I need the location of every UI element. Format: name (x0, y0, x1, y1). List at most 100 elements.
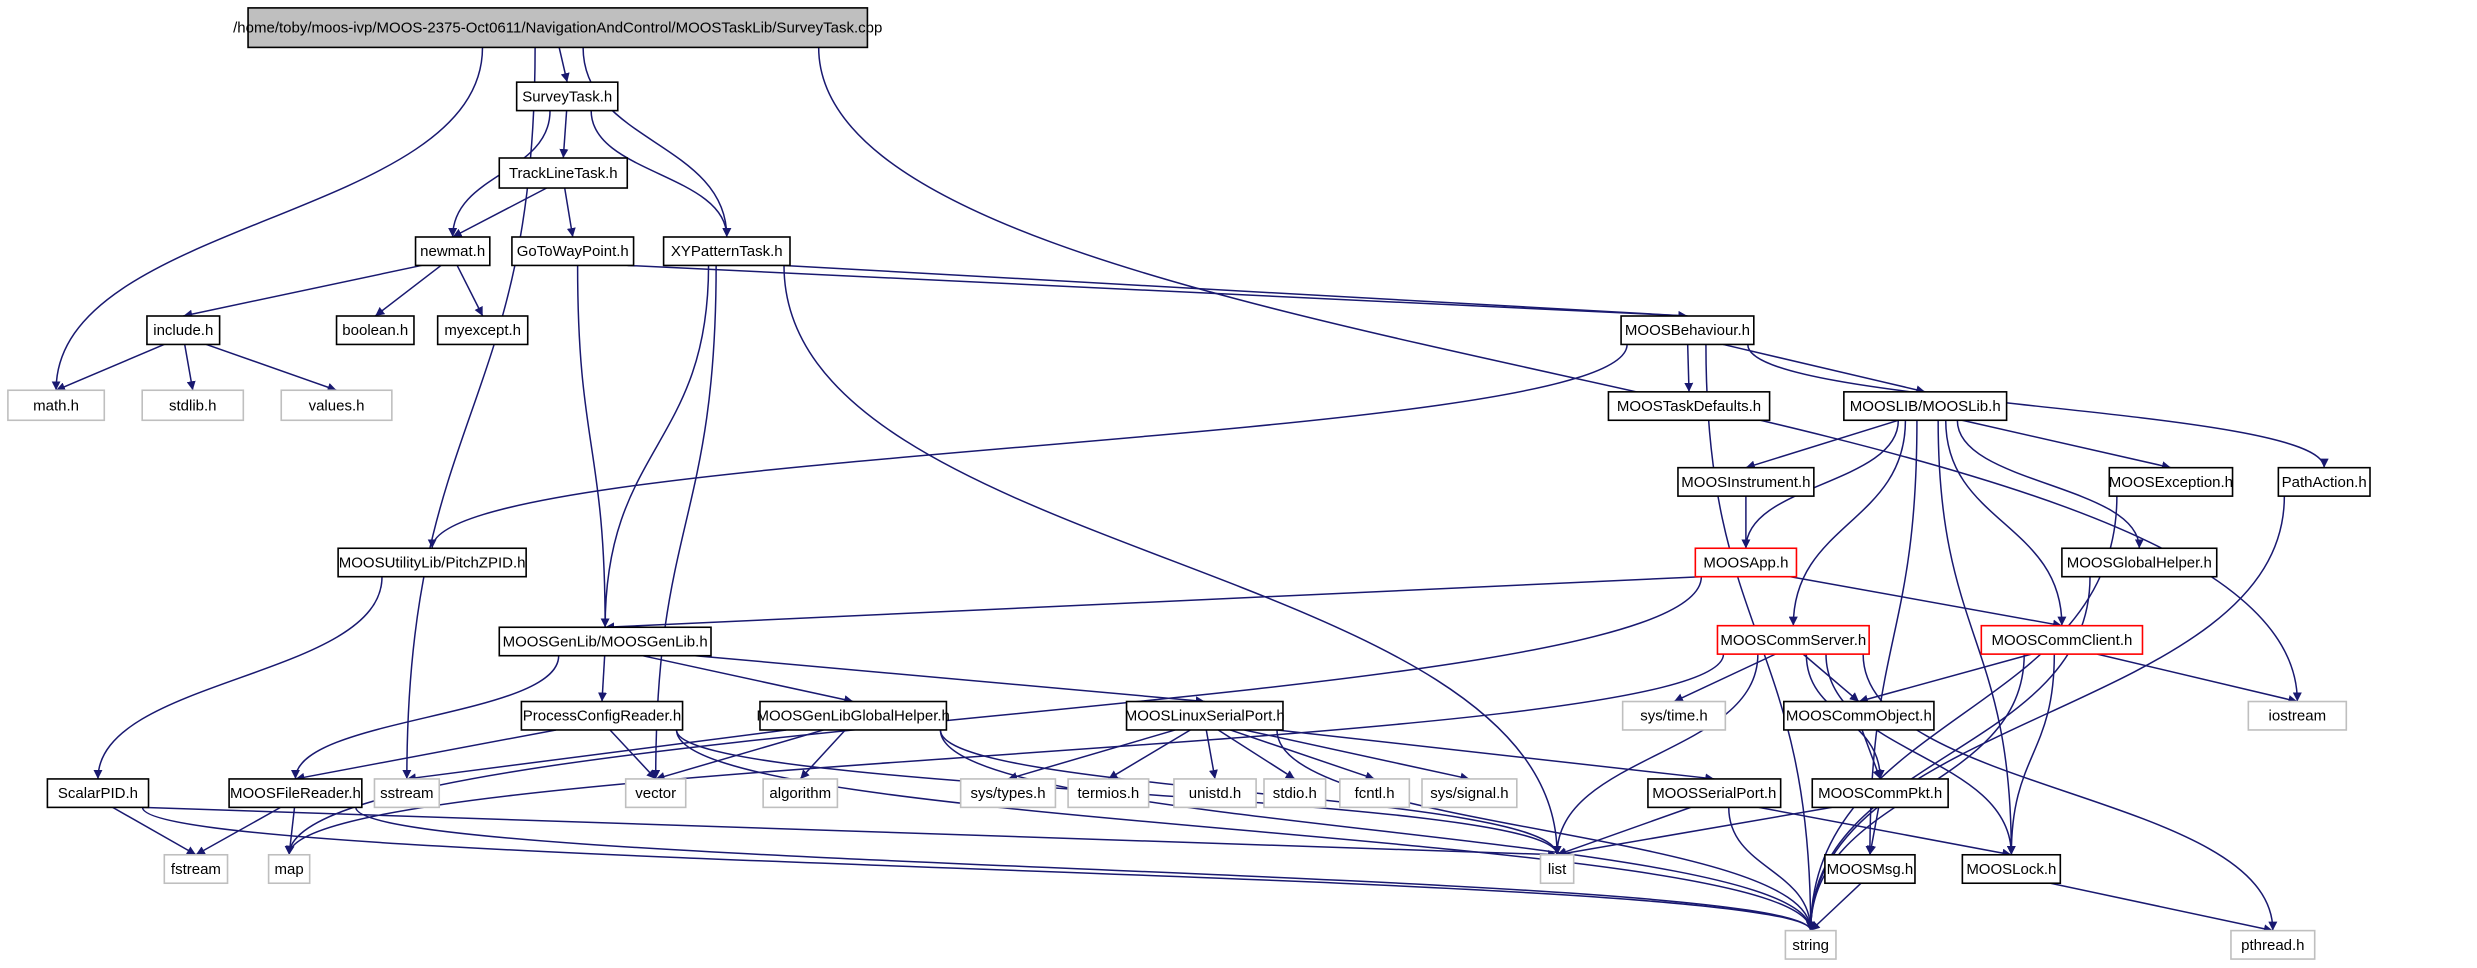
node-box (511, 236, 635, 267)
node-label: myexcept.h (444, 322, 521, 339)
node-box (141, 389, 245, 422)
node-termios-h[interactable]: termios.h (1067, 778, 1150, 809)
node-label: /home/toby/moos-ivp/MOOS-2375-Oct0611/Na… (233, 20, 882, 37)
node-gotowaypoint-h[interactable]: GoToWayPoint.h (511, 236, 635, 267)
node-pathaction-h[interactable]: PathAction.h (2277, 466, 2371, 497)
node-mooslib-h[interactable]: MOOSLIB/MOOSLib.h (1843, 391, 2008, 422)
edge-moosgenlib-h-to-mooslinuxserialport-h (695, 654, 1205, 706)
edge-mooslinuxserialport-h-to-stdio-h (1217, 729, 1296, 780)
node-label: MOOSGlobalHelper.h (2067, 554, 2212, 571)
node-fcntl-h[interactable]: fcntl.h (1339, 778, 1411, 809)
node-include-h[interactable]: include.h (146, 315, 221, 346)
node-box (1824, 853, 1916, 885)
node-mooscommclient-h[interactable]: MOOSCommClient.h (1980, 624, 2144, 655)
node-pthread-h[interactable]: pthread.h (2230, 929, 2316, 960)
node-vector[interactable]: vector (624, 778, 687, 809)
node-moosapp-h[interactable]: MOOSApp.h (1694, 547, 1798, 578)
node-systypes-h[interactable]: sys/types.h (959, 778, 1057, 809)
node-root[interactable]: /home/toby/moos-ivp/MOOS-2375-Oct0611/Na… (233, 7, 882, 49)
node-box (624, 778, 687, 809)
node-tracklinetask-h[interactable]: TrackLineTask.h (498, 157, 629, 189)
edge-moosgenlib-h-to-processconfigreader-h (598, 655, 607, 702)
node-label: MOOSException.h (2109, 474, 2233, 491)
node-moosexception-h[interactable]: MOOSException.h (2108, 466, 2234, 497)
edge-xypatterntask-h-to-vector (651, 265, 717, 779)
node-surveytask-h[interactable]: SurveyTask.h (515, 81, 619, 112)
node-sstream[interactable]: sstream (373, 778, 441, 809)
node-box (1539, 853, 1575, 885)
node-scalarpid-h[interactable]: ScalarPID.h (46, 778, 150, 809)
node-label: vector (635, 785, 676, 802)
node-moosbehaviour-h[interactable]: MOOSBehaviour.h (1620, 315, 1755, 346)
node-box (662, 236, 791, 267)
edge-moosbehaviour-h-to-pitchzpid-h (427, 344, 1628, 549)
node-moosfilereader-h[interactable]: MOOSFileReader.h (228, 778, 363, 809)
node-myexcept-h[interactable]: myexcept.h (436, 315, 529, 346)
node-moosgenlib-h[interactable]: MOOSGenLib/MOOSGenLib.h (498, 626, 712, 657)
node-xypatterntask-h[interactable]: XYPatternTask.h (662, 236, 791, 267)
node-newmat-h[interactable]: newmat.h (414, 236, 491, 267)
node-math-h[interactable]: math.h (7, 389, 106, 422)
node-map[interactable]: map (267, 853, 311, 885)
node-box (2108, 466, 2234, 497)
edge-mooslib-h-to-moosapp-h (1741, 420, 1900, 549)
node-algorithm[interactable]: algorithm (762, 778, 839, 809)
node-moosgenlibglobalhelper-h[interactable]: MOOSGenLibGlobalHelper.h (756, 700, 950, 731)
edge-scalarpid-h-to-list (142, 806, 1558, 859)
node-box (498, 157, 629, 189)
node-label: TrackLineTask.h (509, 165, 618, 182)
edge-gotowaypoint-h-to-moosbehaviour-h (627, 264, 1688, 321)
edge-newmat-h-to-include-h (183, 264, 422, 319)
node-iostream[interactable]: iostream (2247, 700, 2348, 731)
edge-surveytask-h-to-tracklinetask-h (559, 110, 569, 159)
edge-mooscommclient-h-to-iostream (2097, 653, 2298, 704)
node-values-h[interactable]: values.h (280, 389, 393, 422)
node-label: pthread.h (2241, 937, 2304, 954)
node-label: MOOSLIB/MOOSLib.h (1850, 398, 2001, 415)
node-box (1620, 315, 1755, 346)
node-label: map (275, 861, 304, 878)
node-box (267, 853, 311, 885)
node-moosinstrument-h[interactable]: MOOSInstrument.h (1677, 466, 1815, 497)
node-label: XYPatternTask.h (671, 243, 783, 260)
node-label: algorithm (769, 785, 831, 802)
edge-root-to-math-h (51, 47, 484, 391)
edge-xypatterntask-h-to-moosbehaviour-h (783, 264, 1688, 320)
node-string[interactable]: string (1784, 929, 1837, 960)
node-box (762, 778, 839, 809)
edge-moosapp-h-to-map (284, 576, 1703, 855)
node-stdlib-h[interactable]: stdlib.h (141, 389, 245, 422)
node-moosmsg-h[interactable]: MOOSMsg.h (1824, 853, 1916, 885)
node-mooscommobject-h[interactable]: MOOSCommObject.h (1783, 700, 1935, 731)
edge-pitchzpid-h-to-scalarpid-h (93, 576, 383, 779)
node-pitchzpid-h[interactable]: MOOSUtilityLib/PitchZPID.h (337, 547, 527, 578)
node-stdio-h[interactable]: stdio.h (1263, 778, 1327, 809)
node-moostaskdefaults-h[interactable]: MOOSTaskDefaults.h (1607, 391, 1771, 422)
node-label: iostream (2269, 708, 2327, 725)
node-box (436, 315, 529, 346)
node-box (335, 315, 415, 346)
node-processconfigreader-h[interactable]: ProcessConfigReader.h (520, 700, 684, 731)
node-moosglobalhelper-h[interactable]: MOOSGlobalHelper.h (2061, 547, 2218, 578)
node-label: stdlib.h (169, 397, 217, 414)
edge-mooscommpkt-h-to-list (1556, 806, 1832, 858)
node-mooslock-h[interactable]: MOOSLock.h (1961, 853, 2062, 885)
node-syssignal-h[interactable]: sys/signal.h (1421, 778, 1518, 809)
node-box (959, 778, 1057, 809)
node-list[interactable]: list (1539, 853, 1575, 885)
node-moosserialport-h[interactable]: MOOSSerialPort.h (1647, 778, 1782, 809)
node-mooscommpkt-h[interactable]: MOOSCommPkt.h (1811, 778, 1949, 809)
node-label: sys/time.h (1640, 708, 1708, 725)
node-box (520, 700, 684, 731)
node-box (2230, 929, 2316, 960)
node-label: MOOSApp.h (1703, 554, 1788, 571)
node-mooslinuxserialport-h[interactable]: MOOSLinuxSerialPort.h (1125, 700, 1285, 731)
node-label: fcntl.h (1355, 785, 1395, 802)
node-fstream[interactable]: fstream (163, 853, 229, 885)
node-boolean-h[interactable]: boolean.h (335, 315, 415, 346)
node-unistd-h[interactable]: unistd.h (1173, 778, 1257, 809)
node-mooscommserver-h[interactable]: MOOSCommServer.h (1716, 624, 1870, 655)
node-box (2247, 700, 2348, 731)
node-systime-h[interactable]: sys/time.h (1621, 700, 1727, 731)
node-box (1621, 700, 1727, 731)
